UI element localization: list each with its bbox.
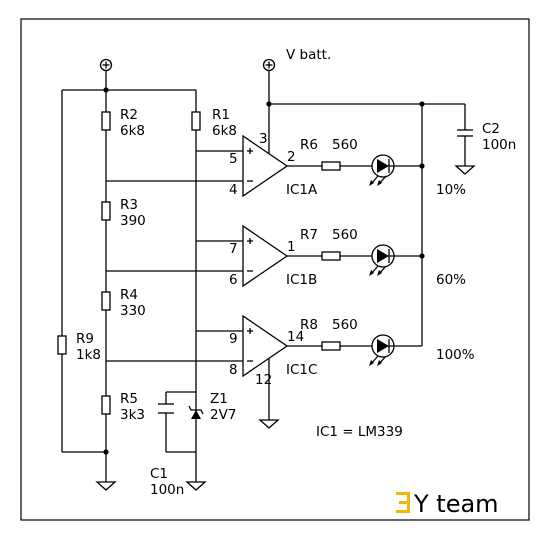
resistor-r1	[191, 111, 201, 131]
ic1a-pin-plus: 5	[229, 151, 238, 167]
left-supply-terminal	[99, 58, 113, 72]
r6-value: 560	[332, 137, 358, 153]
junction-dot	[419, 253, 425, 259]
ic1a-pin-minus: 4	[229, 182, 238, 198]
brand-e-mark	[396, 492, 410, 513]
z1-name: Z1	[210, 391, 228, 407]
ic1a-pin-vcc: 3	[259, 131, 268, 147]
resistor-r7	[321, 251, 341, 261]
r2-value: 6k8	[120, 123, 145, 139]
c2-name: C2	[482, 121, 500, 137]
frame	[20, 18, 530, 521]
comparator-ic1c	[242, 314, 289, 378]
level-low-label: 10%	[436, 182, 466, 198]
r8-value: 560	[332, 317, 358, 333]
led-100-percent	[369, 334, 395, 366]
r1-value: 6k8	[212, 123, 237, 139]
ic1c-pin-out: 14	[287, 329, 304, 345]
c1-name: C1	[150, 466, 168, 482]
ic1b-pin-out: 1	[287, 239, 296, 255]
r6-name: R6	[300, 137, 318, 153]
brand-logo: Y team	[396, 490, 499, 518]
z1-value: 2V7	[210, 407, 236, 423]
ic1c-pin-minus: 8	[229, 362, 238, 378]
ic1b-name: IC1B	[286, 272, 317, 288]
supply-rail	[268, 70, 466, 346]
ic-part-note: IC1 = LM339	[316, 424, 403, 440]
r5-name: R5	[120, 391, 138, 407]
comparator-ic1a	[242, 134, 289, 198]
divider-wires	[61, 70, 197, 482]
ground-symbol	[185, 481, 207, 491]
ic1a-name: IC1A	[286, 182, 318, 198]
c1-z1-wiring	[165, 391, 196, 453]
r2-name: R2	[120, 107, 138, 123]
ic1c-ground	[258, 358, 280, 429]
vbatt-terminal	[262, 58, 276, 72]
brand-text: Y team	[413, 490, 499, 518]
ic1a-pin-out: 2	[287, 149, 296, 165]
ground-symbol	[454, 165, 476, 175]
r3-name: R3	[120, 197, 138, 213]
junction-dot	[419, 101, 425, 107]
r7-name: R7	[300, 227, 318, 243]
capacitor-c1	[158, 403, 174, 414]
r4-value: 330	[120, 303, 146, 319]
level-mid-label: 60%	[436, 272, 466, 288]
resistor-r6	[321, 161, 341, 171]
ic1b-pin-plus: 7	[229, 241, 238, 257]
r8-name: R8	[300, 317, 318, 333]
ic1c-pin-gnd: 12	[255, 372, 272, 388]
c1-value: 100n	[150, 482, 184, 498]
junction-dots	[103, 87, 109, 455]
r4-name: R4	[120, 287, 138, 303]
resistor-r8	[321, 341, 341, 351]
comparator-ic1b	[242, 224, 289, 288]
r9-value: 1k8	[76, 347, 101, 363]
led-10-percent	[369, 154, 395, 186]
r9-name: R9	[76, 331, 94, 347]
resistor-r2	[101, 111, 111, 131]
capacitor-c2	[457, 129, 473, 137]
zener-z1	[188, 405, 204, 419]
r5-value: 3k3	[120, 407, 145, 423]
resistor-r3	[101, 201, 111, 221]
vbatt-label: V batt.	[286, 47, 331, 63]
resistor-r4	[101, 291, 111, 311]
resistor-r5	[101, 395, 111, 415]
r3-value: 390	[120, 213, 146, 229]
r7-value: 560	[332, 227, 358, 243]
ic1c-name: IC1C	[286, 362, 317, 378]
junction-dot	[419, 163, 425, 169]
ic1c-pin-plus: 9	[229, 331, 238, 347]
resistor-r9	[57, 335, 67, 355]
junction-dot	[266, 101, 272, 107]
level-high-label: 100%	[436, 347, 475, 363]
r1-name: R1	[212, 107, 230, 123]
ic1b-pin-minus: 6	[229, 272, 238, 288]
c2-value: 100n	[482, 137, 516, 153]
comparator-input-wires	[106, 150, 243, 362]
ground-symbol	[95, 481, 117, 491]
led-60-percent	[369, 244, 395, 276]
